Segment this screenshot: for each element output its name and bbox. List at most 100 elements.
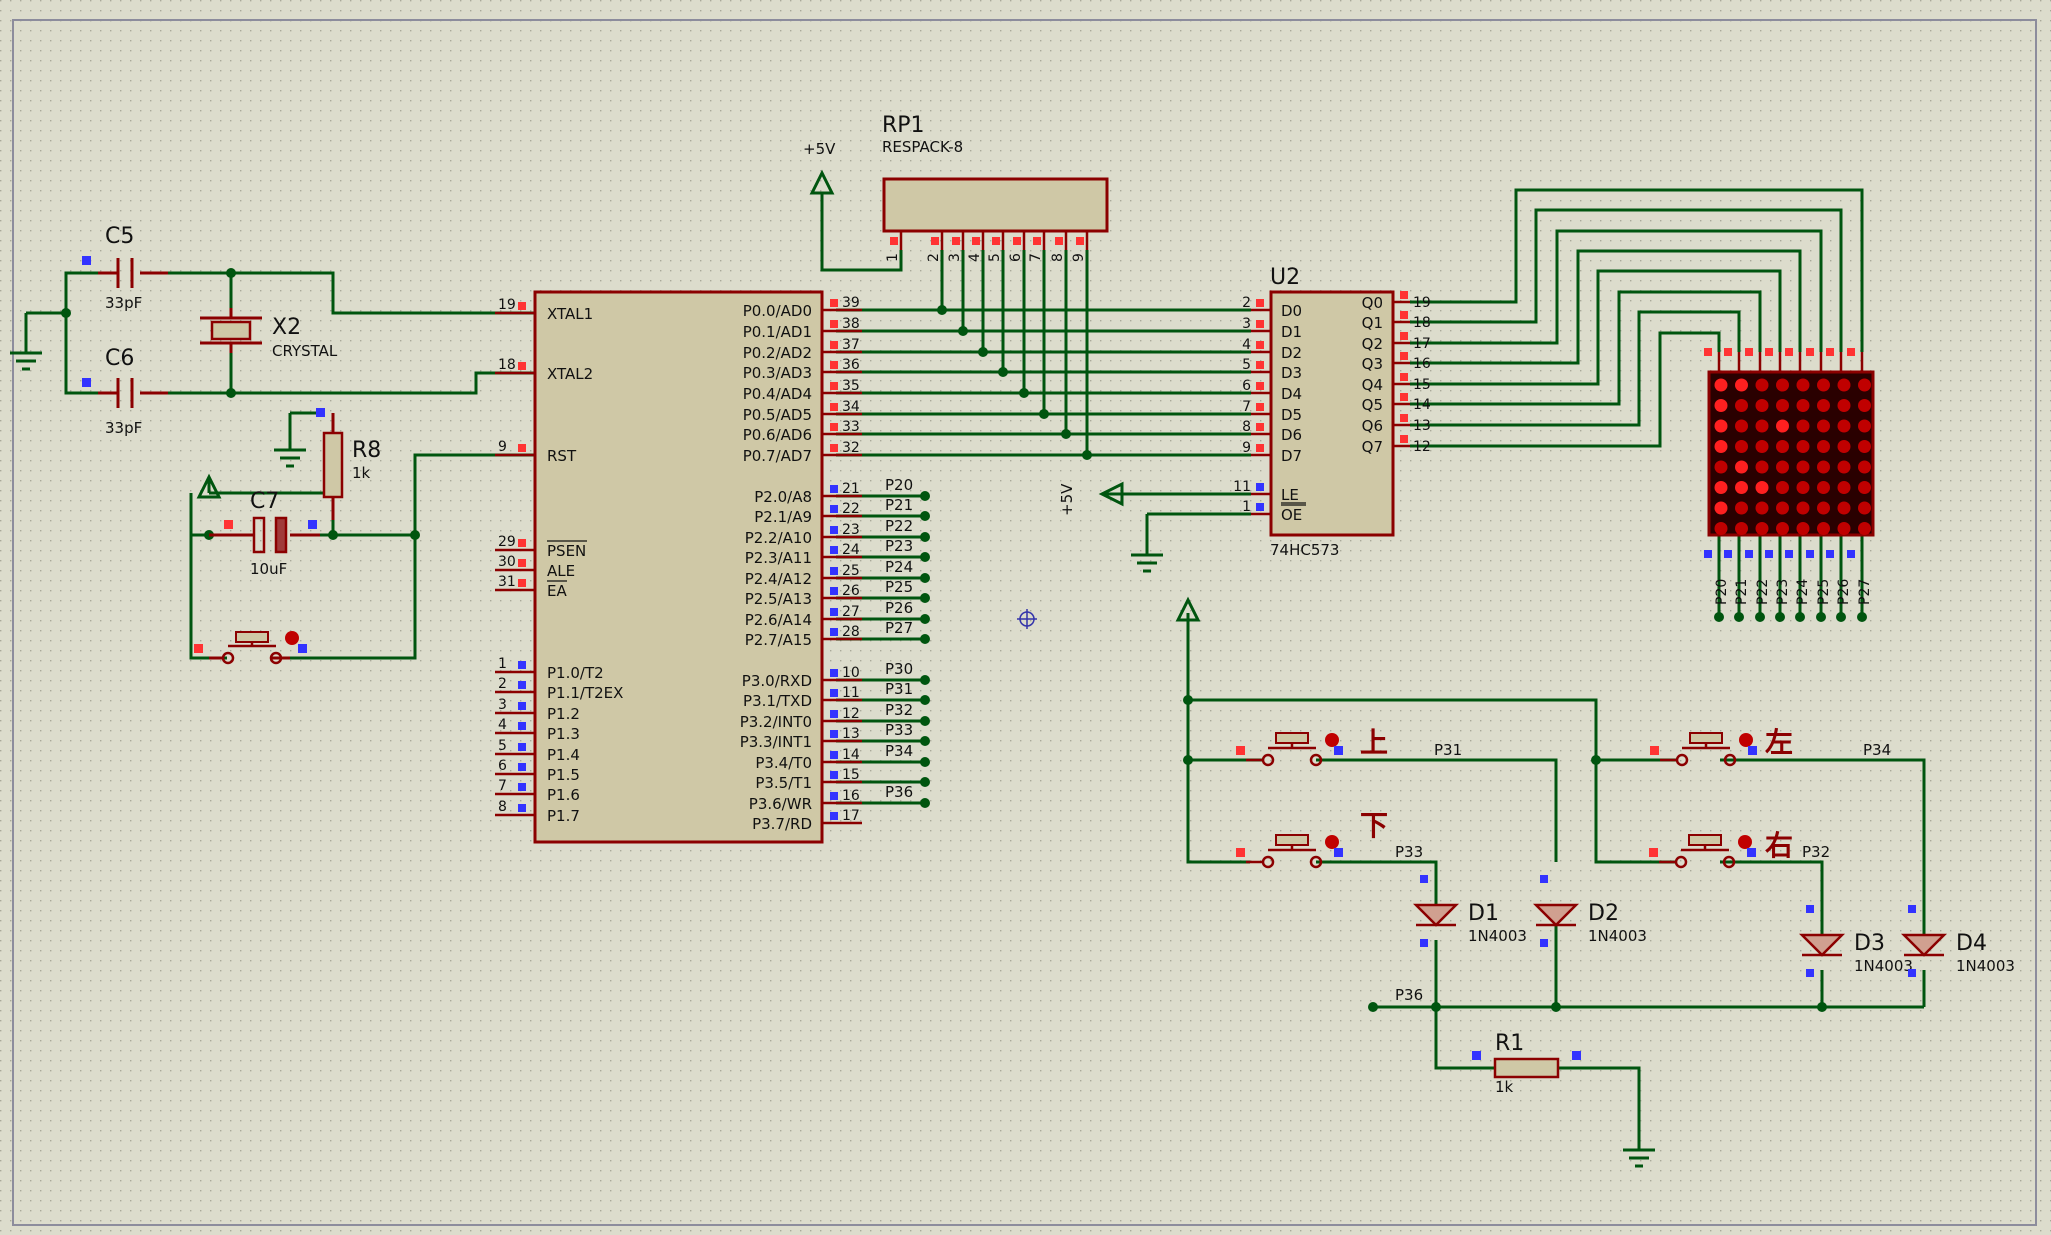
rp1-pin-number: 1 (885, 253, 901, 262)
mcu-pin-name: P3.3/INT1 (740, 733, 812, 751)
resistor-r1[interactable]: R1 1k (1472, 1031, 1581, 1096)
u2-pin-name: D5 (1281, 406, 1302, 424)
crystal-ref: X2 (272, 315, 301, 340)
mcu-pin-marker (518, 579, 526, 587)
capacitor-c6[interactable]: C6 33pF (82, 346, 168, 437)
led-dot (1776, 419, 1789, 433)
led-dot (1714, 378, 1728, 392)
junctions (61, 268, 1867, 1012)
mcu-pin-marker (830, 423, 838, 431)
key-switch[interactable] (1650, 732, 1757, 767)
mcu-pin-name: P2.7/A15 (745, 631, 812, 649)
u2-pin-marker (1256, 361, 1264, 369)
u2-pin-name: Q3 (1362, 355, 1383, 373)
led-dot (1735, 501, 1748, 515)
led-dot (1755, 481, 1769, 494)
key-switch[interactable] (1649, 834, 1756, 869)
led-dot (1858, 378, 1871, 392)
led-dot (1796, 522, 1810, 535)
mcu-pin-number: 7 (498, 778, 507, 794)
mcu-pin-name: P0.1/AD1 (743, 323, 812, 341)
led-dot (1714, 522, 1728, 535)
mcu-pin-name: RST (547, 447, 577, 465)
mcu-pin-marker (518, 661, 526, 669)
mcu-net-label: P32 (885, 701, 913, 719)
crystal-x2[interactable]: X2 CRYSTAL (200, 308, 338, 360)
mcu-pin-name: P0.0/AD0 (743, 302, 812, 320)
mcu-net-label: P20 (885, 476, 913, 494)
mcu-pin-marker (518, 559, 526, 567)
key-switch[interactable] (1236, 732, 1343, 767)
mcu-net-label: P22 (885, 517, 913, 535)
led-dot (1735, 481, 1748, 494)
led-dot (1755, 399, 1769, 412)
led-dot (1776, 378, 1789, 392)
u2-pin-name: D3 (1281, 364, 1302, 382)
ground-symbols (10, 351, 1655, 1168)
c6-ref: C6 (105, 346, 134, 371)
mcu-pin-name: P0.4/AD4 (743, 385, 812, 403)
net-p31: P31 (1434, 741, 1462, 759)
matrix-column-label: P22 (1755, 579, 1771, 605)
mcu-pin-number: 19 (498, 297, 516, 313)
reset-button[interactable] (194, 631, 307, 665)
mcu-pin-number: 39 (842, 295, 860, 311)
rp1-pin-number: 9 (1071, 253, 1087, 262)
mcu-pin-number: 10 (842, 665, 860, 681)
u2-pin-marker (1400, 414, 1408, 422)
led-dot (1817, 378, 1830, 392)
rp1-pin-marker (1076, 237, 1084, 245)
led-dot (1837, 378, 1851, 392)
u2-pin-number: 17 (1413, 336, 1431, 352)
u2-value: 74HC573 (1270, 541, 1339, 559)
u2-pin-name: D0 (1281, 302, 1302, 320)
capacitor-c5[interactable]: C5 33pF (82, 224, 168, 312)
mcu-pin-number: 9 (498, 439, 507, 455)
mcu-net-label: P21 (885, 496, 913, 514)
mcu-pin-name: P1.4 (547, 746, 580, 764)
mcu-pin-number: 13 (842, 726, 860, 742)
led-dot (1735, 419, 1748, 433)
mcu-pin-name: P1.2 (547, 705, 580, 723)
led-dot (1776, 440, 1789, 453)
mcu-pin-marker (830, 444, 838, 452)
mcu-net-label: P24 (885, 558, 913, 576)
matrix-leds (1714, 378, 1871, 535)
key-switch[interactable] (1236, 834, 1343, 869)
rp1-pin-marker (992, 237, 1000, 245)
capacitor-c7[interactable]: C7 10uF (209, 489, 320, 578)
mcu-pin-name: P0.5/AD5 (743, 406, 812, 424)
resistor-r8[interactable]: R8 1k (316, 408, 381, 520)
mcu-pin-marker (830, 299, 838, 307)
mcu-pin-number: 6 (498, 758, 507, 774)
led-dot (1714, 419, 1728, 433)
u2-ref: U2 (1270, 265, 1300, 290)
led-dot (1858, 419, 1871, 433)
mcu-pin-number: 38 (842, 316, 860, 332)
led-dot (1837, 501, 1851, 515)
mcu-pin-name: P3.4/T0 (755, 754, 812, 772)
crystal-value: CRYSTAL (272, 342, 338, 360)
u2-pin-number: 5 (1242, 357, 1251, 373)
mcu-pin-number: 12 (842, 706, 860, 722)
u2-pin-name: Q1 (1362, 314, 1383, 332)
mcu-pin-marker (518, 804, 526, 812)
mcu-pin-marker (518, 783, 526, 791)
matrix-column-label: P25 (1816, 579, 1832, 605)
mcu-pin-name: P1.6 (547, 786, 580, 804)
mcu-pin-number: 3 (498, 697, 507, 713)
matrix-pin-marker (1765, 550, 1773, 558)
u2-pin-name: OE (1281, 506, 1302, 524)
rp1-pin-marker (1033, 237, 1041, 245)
u2-pin-number: 15 (1413, 377, 1431, 393)
u2-pin-number: 19 (1413, 295, 1431, 311)
